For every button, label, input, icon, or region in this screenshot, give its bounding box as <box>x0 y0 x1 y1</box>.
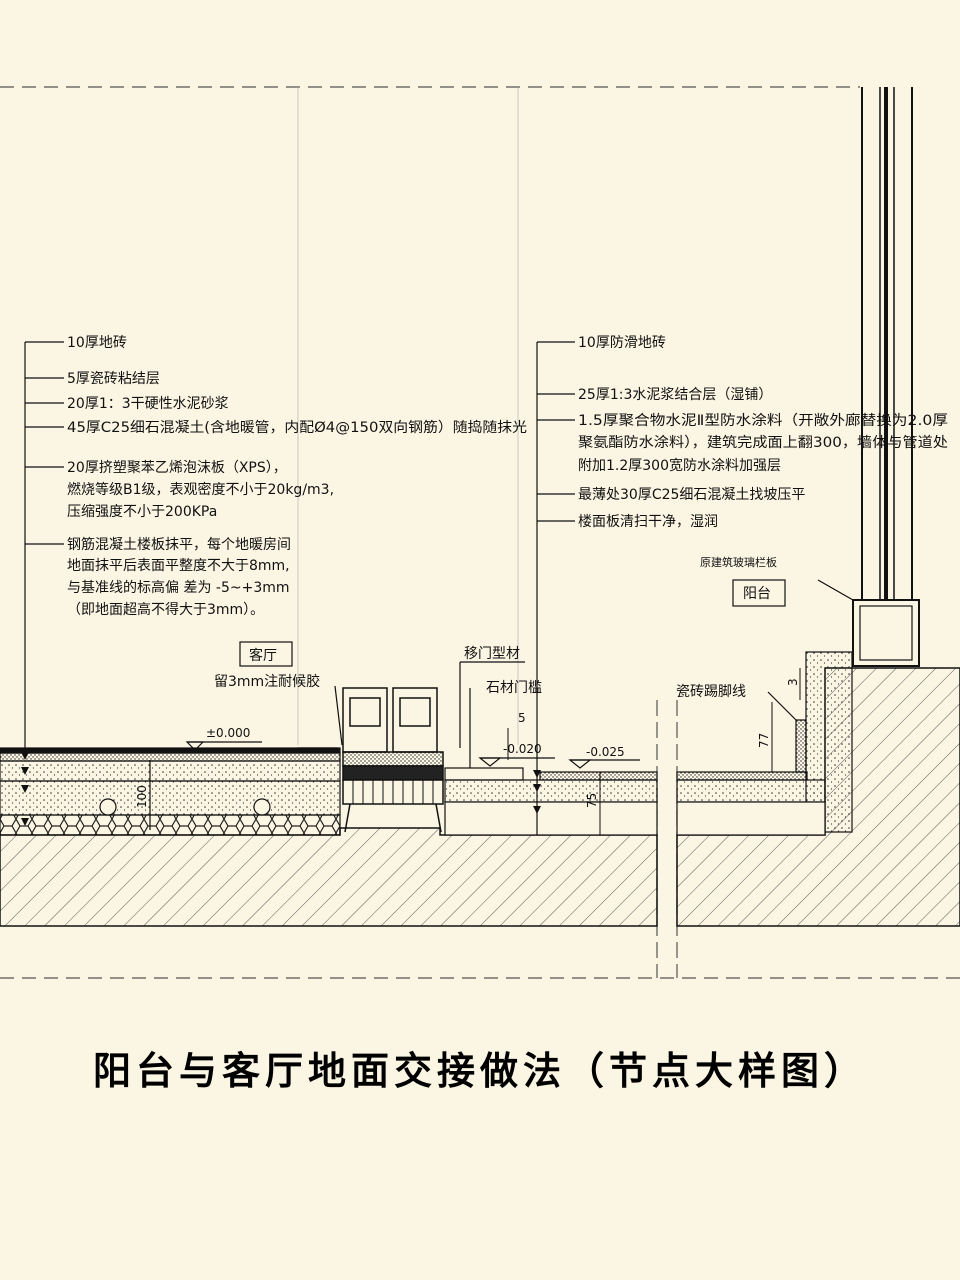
note-left-4: 45厚C25细石混凝土(含地暖管，内配Ø4@150双向钢筋）随捣随抹光 <box>67 419 527 436</box>
dimension-5: 5 <box>518 711 526 725</box>
label-leaders <box>239 579 854 768</box>
right-note-text: 10厚防滑地砖 25厚1:3水泥浆结合层（湿铺） 1.5厚聚合物水泥Ⅱ型防水涂料… <box>578 334 948 530</box>
page-title: 阳台与客厅地面交接做法（节点大样图） <box>92 1049 867 1093</box>
note-left-9: 地面抹平后表面平整度不大于8mm, <box>67 558 290 574</box>
label-living-room: 客厅 <box>249 647 277 664</box>
note-left-6: 燃烧等级B1级，表观密度不小于20kg/m3, <box>67 481 334 498</box>
note-left-5: 20厚挤塑聚苯乙烯泡沫板（XPS）， <box>67 459 287 476</box>
left-note-text: 10厚地砖 5厚瓷砖粘结层 20厚1：3干硬性水泥砂浆 45厚C25细石混凝土(… <box>67 335 527 618</box>
elevation-balcony: -0.025 <box>586 745 625 759</box>
label-glass-railing: 原建筑玻璃栏板 <box>700 555 777 569</box>
right-leader-lines <box>536 341 575 835</box>
note-right-5: 附加1.2厚300宽防水涂料加强层 <box>578 457 781 474</box>
note-left-1: 10厚地砖 <box>67 335 127 351</box>
dimension-text: ±0.000 -0.020 -0.025 5 100 75 77 3 <box>135 678 800 808</box>
elevation-markers <box>185 741 640 769</box>
dimension-3: 3 <box>786 678 800 686</box>
note-right-3: 1.5厚聚合物水泥Ⅱ型防水涂料（开敞外廊替换为2.0厚 <box>578 412 948 429</box>
dimension-100: 100 <box>135 785 149 808</box>
note-right-2: 25厚1:3水泥浆结合层（湿铺） <box>578 387 772 403</box>
living-room-floor-layers <box>0 747 341 836</box>
note-right-1: 10厚防滑地砖 <box>578 334 666 351</box>
note-left-3: 20厚1：3干硬性水泥砂浆 <box>67 396 229 412</box>
label-threshold: 石材门槛 <box>486 680 542 696</box>
label-door-frame: 移门型材 <box>464 646 520 662</box>
left-leader-lines <box>24 341 64 752</box>
dimension-lines <box>149 668 801 835</box>
floor-junction-detail-drawing: 10厚地砖 5厚瓷砖粘结层 20厚1：3干硬性水泥砂浆 45厚C25细石混凝土(… <box>0 86 960 979</box>
sliding-door-frame <box>342 687 444 833</box>
label-balcony: 阳台 <box>743 586 771 602</box>
note-left-7: 压缩强度不小于200KPa <box>67 504 217 520</box>
elevation-living: ±0.000 <box>206 726 250 740</box>
label-sealant: 留3mm注耐候胶 <box>214 673 320 690</box>
glass-railing <box>852 87 920 667</box>
note-left-10: 与基准线的标高偏 差为 -5~+3mm <box>67 579 290 596</box>
right-leader-arrows <box>533 770 541 814</box>
left-leader-arrows <box>21 752 29 826</box>
drawing-labels: 客厅 阳台 留3mm注耐候胶 移门型材 石材门槛 瓷砖踢脚线 原建筑玻璃栏板 <box>214 555 777 700</box>
note-right-4: 聚氨酯防水涂料），建筑完成面上翻300，墙体与管道处 <box>578 435 948 451</box>
note-right-6: 最薄处30厚C25细石混凝土找坡压平 <box>578 487 805 503</box>
elevation-threshold: -0.020 <box>503 742 542 756</box>
note-left-8: 钢筋混凝土楼板抹平，每个地暖房间 <box>67 536 291 553</box>
dimension-75: 75 <box>585 793 599 808</box>
dimension-77: 77 <box>757 733 771 748</box>
note-left-11: （即地面超高不得大于3mm）。 <box>67 601 264 618</box>
label-skirting: 瓷砖踢脚线 <box>676 684 746 700</box>
note-right-7: 楼面板清扫干净，湿润 <box>578 514 718 530</box>
balcony-floor-layers <box>444 719 826 836</box>
note-left-2: 5厚瓷砖粘结层 <box>67 371 160 387</box>
